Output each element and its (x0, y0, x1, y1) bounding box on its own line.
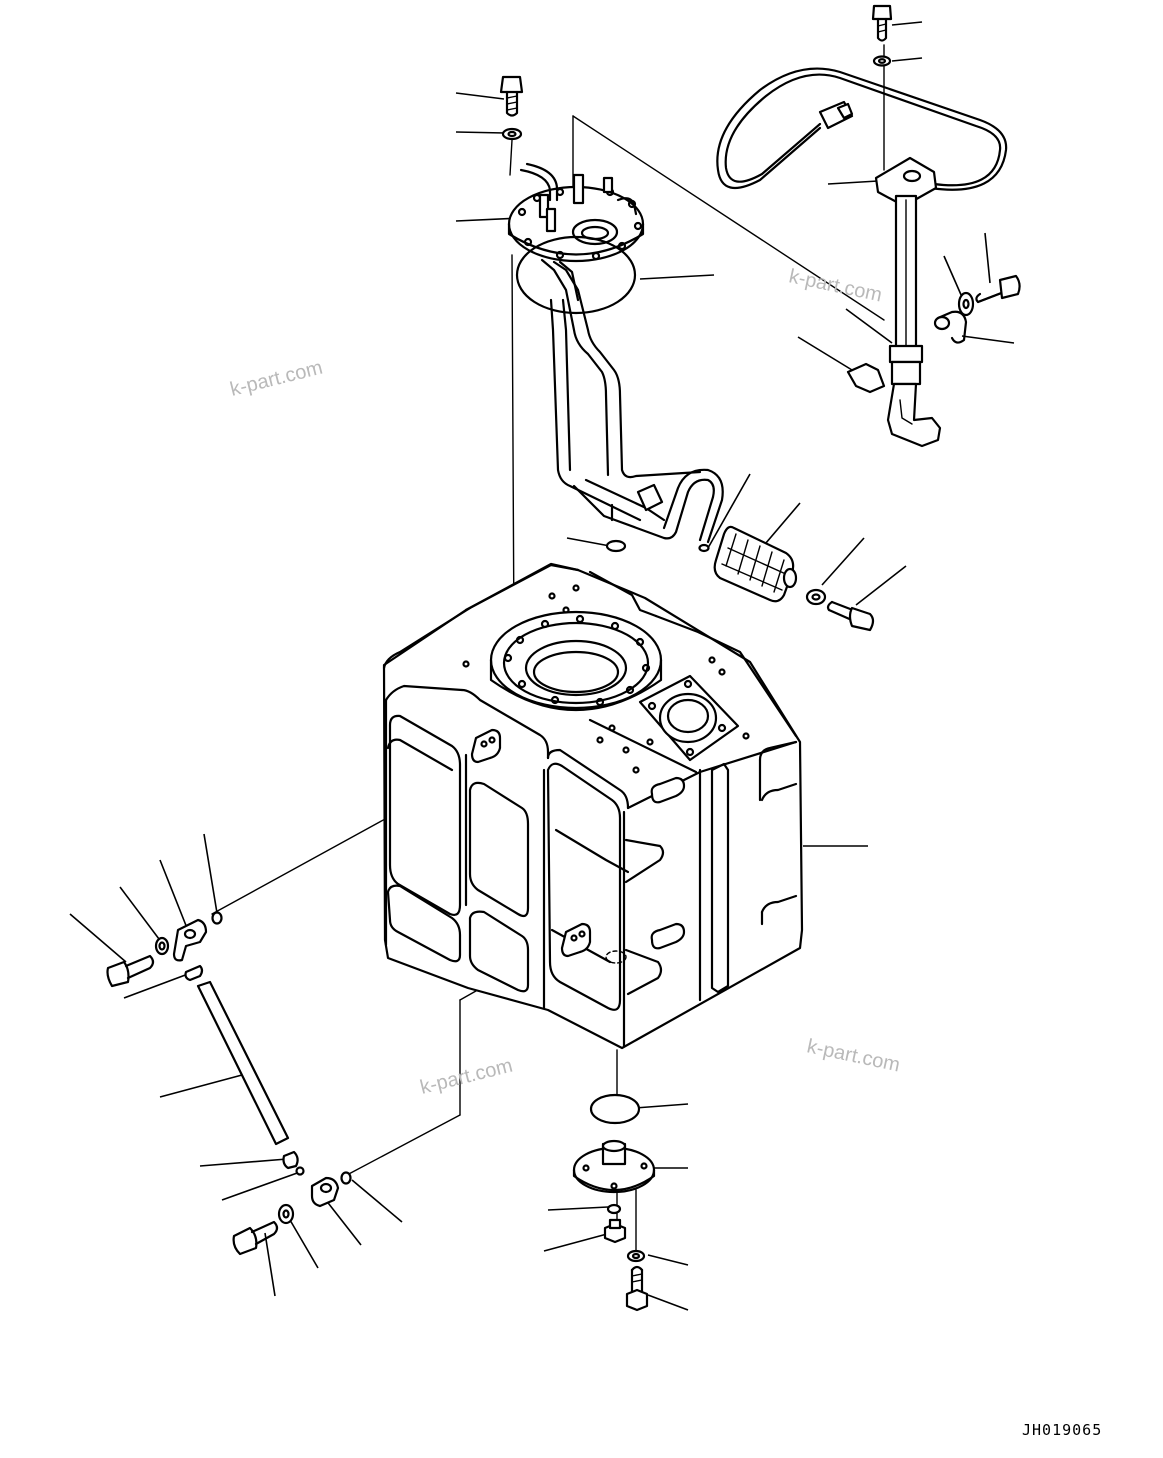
bottom-washer (279, 1205, 293, 1223)
leader-line (856, 566, 906, 605)
leader-line (265, 1233, 275, 1296)
leader-line (760, 503, 800, 550)
leader-line (822, 538, 864, 585)
leader-line (200, 1159, 287, 1166)
top-washer (503, 129, 521, 139)
o-ring-small (607, 541, 625, 551)
side-bolt (108, 956, 154, 986)
fuel-strainer (715, 527, 796, 601)
leader-line (124, 971, 196, 998)
leader-line (985, 233, 990, 283)
side-nipple (186, 966, 203, 980)
strainer-washer (807, 590, 825, 604)
watermark: k-part.com (787, 265, 884, 306)
drawing-code: JH019065 (1022, 1421, 1102, 1439)
leader-line (544, 1234, 607, 1251)
drain-washer (628, 1251, 644, 1261)
leader-line (944, 256, 962, 297)
drain-bolt (627, 1267, 647, 1310)
level-sensor-bolt (873, 6, 891, 41)
leader-lines (70, 22, 1014, 1310)
fuel-tank-body (384, 564, 802, 1048)
bottom-nipple (284, 1152, 298, 1168)
side-o-ring (213, 913, 222, 924)
level-sensor (876, 158, 940, 446)
drain-hose (198, 982, 288, 1144)
drain-plug (605, 1220, 625, 1242)
leader-line (222, 1172, 300, 1200)
leader-line (846, 309, 892, 343)
level-sensor-wire (717, 69, 1006, 190)
bottom-o-ring (342, 1173, 351, 1184)
leader-line (892, 22, 922, 25)
leader-line (798, 337, 852, 370)
watermark: k-part.com (805, 1035, 902, 1076)
leader-line (648, 1255, 688, 1265)
bottom-small-ring (297, 1168, 304, 1175)
bottom-side-bolt (234, 1222, 277, 1254)
leader-line (290, 1220, 318, 1268)
top-bolt (501, 77, 522, 116)
leader-line (160, 1075, 242, 1097)
level-sensor-washer (874, 57, 890, 66)
sensor-clamp (935, 312, 966, 343)
leader-line (962, 336, 1014, 343)
leader-line (567, 538, 610, 546)
leader-line (828, 181, 878, 184)
leader-line (352, 1180, 402, 1222)
leader-line (648, 1295, 688, 1310)
assembly-line (510, 140, 512, 175)
leader-line (160, 860, 187, 928)
assembly-line (573, 116, 884, 320)
leader-line (120, 887, 162, 943)
watermark: k-part.com (228, 357, 325, 401)
side-washer (156, 938, 168, 954)
watermark: k-part.com (418, 1055, 515, 1099)
sensor-bracket-clip (848, 364, 884, 392)
leader-line (892, 58, 922, 61)
bottom-elbow (312, 1178, 338, 1206)
leader-line (204, 834, 217, 913)
leader-line (456, 93, 504, 99)
leader-line (635, 1104, 688, 1108)
assembly-line (512, 255, 514, 640)
sensor-side-washer (959, 293, 973, 315)
leader-line (548, 1207, 608, 1210)
leader-line (640, 275, 714, 279)
drain-small-ring (608, 1205, 620, 1213)
bottom-gasket (591, 1095, 639, 1123)
drain-plate (574, 1141, 654, 1192)
leader-line (70, 914, 126, 962)
strainer-bolt (828, 602, 873, 630)
assembly-line (345, 1115, 460, 1176)
side-elbow (174, 920, 206, 960)
leader-line (708, 474, 750, 548)
sensor-side-bolt (976, 276, 1019, 302)
leader-line (456, 132, 505, 133)
fuel-pump-flange (509, 164, 723, 551)
